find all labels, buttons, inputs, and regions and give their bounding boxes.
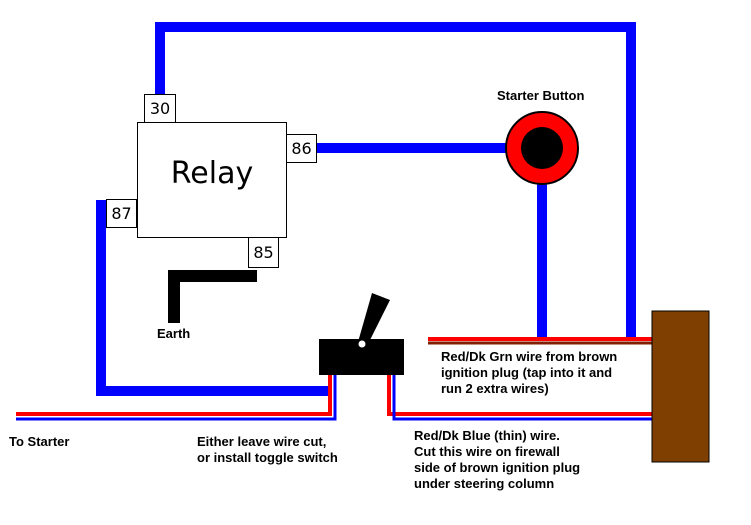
wire-to-starter-blue xyxy=(16,374,337,421)
earth-label: Earth xyxy=(157,326,191,341)
red-blue-note-line-1: Red/Dk Blue (thin) wire. xyxy=(414,428,560,443)
starter-button-center xyxy=(521,127,563,169)
to-starter-label: To Starter xyxy=(9,434,70,449)
wire-87-to-switch xyxy=(96,200,331,396)
red-blue-note-line-3: side of brown ignition plug xyxy=(414,460,581,475)
toggle-note-line-1: Either leave wire cut, xyxy=(197,434,327,449)
red-blue-note-line-2: Cut this wire on firewall xyxy=(414,444,560,459)
red-green-note-line-1: Red/Dk Grn wire from brown xyxy=(441,349,618,364)
relay-label: Relay xyxy=(170,156,254,191)
relay-pin-87: 87 xyxy=(106,199,137,228)
relay-box xyxy=(137,122,287,238)
red-green-note-line-2: ignition plug (tap into it and xyxy=(441,365,613,380)
ignition-plug xyxy=(651,310,710,463)
wire-switch-to-plug-blue xyxy=(392,374,652,421)
relay-pin-30: 30 xyxy=(144,94,176,123)
wire-30-to-ignition xyxy=(155,22,636,340)
toggle-note-line-2: or install toggle switch xyxy=(197,450,338,465)
relay-pin-85: 85 xyxy=(248,237,279,268)
red-green-note-line-3: run 2 extra wires) xyxy=(441,381,549,396)
wire-switch-to-plug-red xyxy=(387,374,652,416)
relay-pin-86: 86 xyxy=(286,134,317,163)
earth-symbol xyxy=(168,270,257,323)
starter-button-label: Starter Button xyxy=(497,88,585,103)
wire-to-starter-red xyxy=(16,374,332,416)
toggle-switch-lever xyxy=(358,293,390,344)
red-blue-note-line-4: under steering column xyxy=(414,476,555,491)
toggle-switch-pivot xyxy=(357,339,367,349)
